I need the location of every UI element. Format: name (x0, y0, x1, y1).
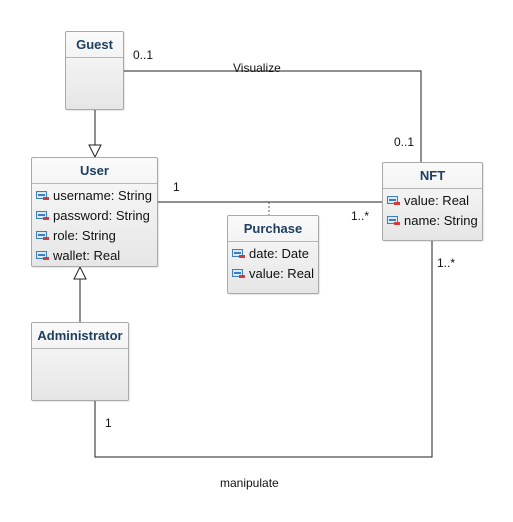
class-administrator-name: Administrator (32, 323, 128, 349)
attribute-icon (36, 211, 49, 220)
class-administrator[interactable]: Administrator (31, 322, 129, 401)
visualize-association-name: Visualize (233, 61, 281, 75)
attribute-row: role: String (32, 226, 157, 246)
attribute-label: value: Real (249, 266, 315, 281)
attribute-icon (36, 251, 49, 260)
attribute-label: name: String (404, 213, 478, 228)
class-user[interactable]: User username: String password: String r… (31, 157, 158, 267)
class-purchase-attributes: date: Date value: Real (228, 242, 318, 284)
attribute-label: date: Date (249, 246, 309, 261)
attribute-icon (387, 196, 400, 205)
class-user-attributes: username: String password: String role: … (32, 184, 157, 266)
class-nft-name: NFT (383, 163, 482, 189)
class-guest-name: Guest (66, 32, 123, 58)
attribute-icon (387, 216, 400, 225)
purchase-source-multiplicity: 1 (173, 180, 180, 194)
guest-user-generalization-arrowhead (88, 144, 102, 159)
manipulate-association-name: manipulate (220, 476, 279, 490)
manipulate-source-multiplicity: 1 (105, 416, 112, 430)
attribute-row: password: String (32, 206, 157, 226)
class-nft[interactable]: NFT value: Real name: String (382, 162, 483, 241)
class-purchase[interactable]: Purchase date: Date value: Real (227, 215, 319, 294)
admin-user-generalization-arrowhead (73, 265, 87, 280)
manipulate-association-line (94, 241, 433, 458)
attribute-row: value: Real (228, 264, 318, 284)
attribute-label: wallet: Real (53, 248, 121, 263)
visualize-source-multiplicity: 0..1 (133, 48, 154, 62)
attribute-icon (232, 249, 245, 258)
visualize-association-line (124, 70, 422, 162)
attribute-row: date: Date (228, 244, 318, 264)
attribute-icon (36, 231, 49, 240)
manipulate-target-multiplicity: 1..* (437, 256, 456, 270)
attribute-icon (232, 269, 245, 278)
attribute-icon (36, 191, 49, 200)
attribute-label: password: String (53, 208, 150, 223)
class-nft-attributes: value: Real name: String (383, 189, 482, 231)
attribute-label: value: Real (404, 193, 470, 208)
attribute-row: value: Real (383, 191, 482, 211)
attribute-label: username: String (53, 188, 152, 203)
class-guest[interactable]: Guest (65, 31, 124, 110)
attribute-row: wallet: Real (32, 246, 157, 266)
purchase-target-multiplicity: 1..* (351, 209, 370, 223)
attribute-row: username: String (32, 186, 157, 206)
class-user-name: User (32, 158, 157, 184)
visualize-target-multiplicity: 0..1 (394, 135, 415, 149)
attribute-label: role: String (53, 228, 116, 243)
class-purchase-name: Purchase (228, 216, 318, 242)
attribute-row: name: String (383, 211, 482, 231)
